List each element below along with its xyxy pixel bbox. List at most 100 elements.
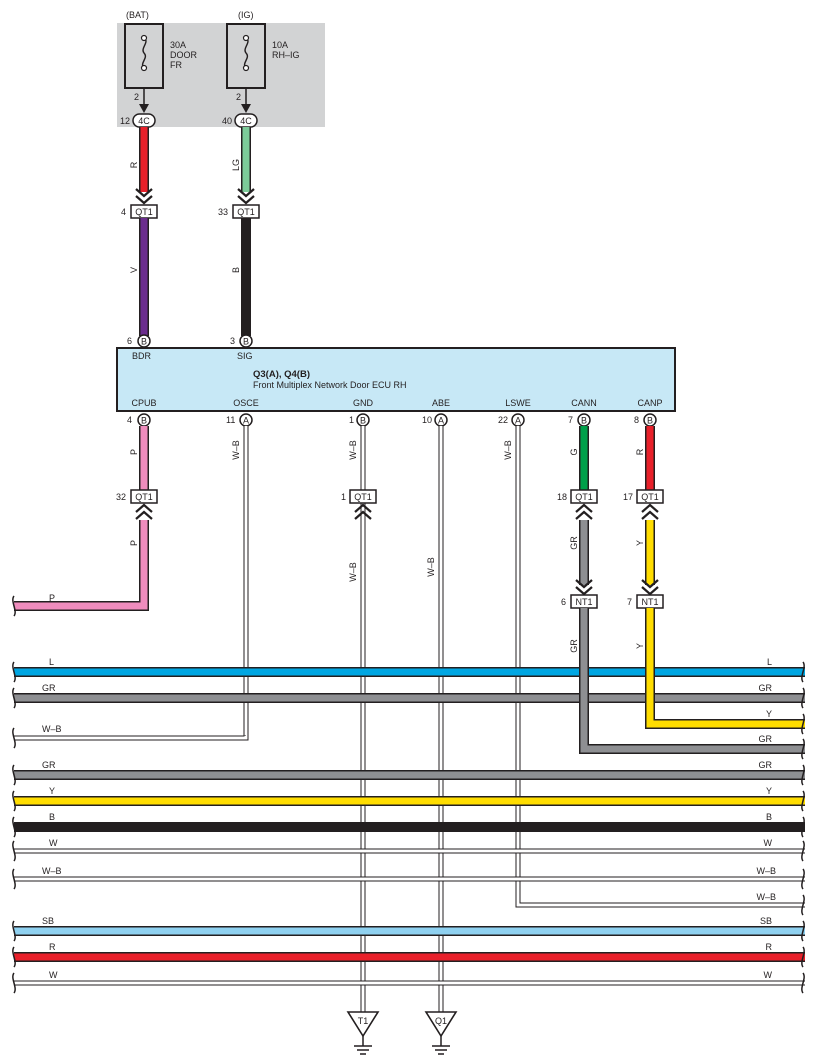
wire-label-gr-lower: GR <box>569 639 579 653</box>
bus-label-left-r: R <box>49 942 56 952</box>
svg-text:QT1: QT1 <box>135 492 153 502</box>
ground-triangle-q1 <box>424 1011 458 1038</box>
bus-label-right-gr2: GR <box>759 760 773 770</box>
break-mark-left-y2 <box>12 790 16 812</box>
qt1-label-sig: QT1 <box>237 207 255 217</box>
break-mark-right-gr2 <box>801 764 805 786</box>
break-mark-left-w1 <box>12 840 16 862</box>
bus-label-right-w2: W <box>764 970 773 980</box>
bus-label-left-gr1: GR <box>42 683 56 693</box>
fuse-30a-name-1: DOOR <box>170 50 198 60</box>
ground-triangle-t1 <box>346 1011 380 1038</box>
ecu-pin-11: 11 <box>226 415 235 425</box>
break-mark-left-r <box>12 946 16 968</box>
bus-label-right-b: B <box>766 812 772 822</box>
break-mark-left-wb1 <box>12 868 16 890</box>
fuse-30a-rating: 30A <box>170 40 186 50</box>
fuse-source-ig: (IG) <box>238 10 254 20</box>
qt1-pin-32: 32 <box>116 492 126 502</box>
fuse-10a-rating: 10A <box>272 40 288 50</box>
ecu-name: Front Multiplex Network Door ECU RH <box>253 380 407 390</box>
terminal-canp: CANP <box>637 398 662 408</box>
terminal-cann: CANN <box>571 398 597 408</box>
chevron-up-icon <box>641 503 659 520</box>
nt1-pin-6: 6 <box>561 597 566 607</box>
svg-text:B: B <box>360 416 366 426</box>
wire-y-canp-lower <box>645 608 805 729</box>
qt1-pin-33: 33 <box>218 207 228 217</box>
bus-label-right-sb: SB <box>760 916 772 926</box>
terminal-gnd: GND <box>353 398 374 408</box>
break-mark-right-y2 <box>801 790 805 812</box>
break-mark-left-b <box>12 816 16 838</box>
break-mark-left-gr2 <box>12 764 16 786</box>
bus-label-right-wb-lswe: W–B <box>756 892 776 902</box>
wire-break-marks <box>12 595 805 994</box>
bus-label-right-wb1: W–B <box>756 866 776 876</box>
wire-label-y-lower: Y <box>635 643 645 649</box>
qt1-connector-canp <box>636 489 664 504</box>
wire-label-wb-gnd-lower: W–B <box>348 562 358 582</box>
break-mark-right-b <box>801 816 805 838</box>
svg-text:A: A <box>243 416 249 426</box>
wire-label-lg-upper: LG <box>231 159 241 171</box>
svg-text:NT1: NT1 <box>575 597 592 607</box>
ecu-pin-10: 10 <box>422 415 432 425</box>
terminal-lswe: LSWE <box>505 398 531 408</box>
terminal-sig: SIG <box>237 351 253 361</box>
break-mark-right-wb1 <box>801 868 805 890</box>
qt1-pin-17: 17 <box>623 492 633 502</box>
ecu-pin-3: 3 <box>230 336 235 346</box>
chevron-down-icon <box>135 188 153 205</box>
ground-icon <box>432 1045 450 1055</box>
bus-label-right-gr1: GR <box>759 683 773 693</box>
svg-text:B: B <box>581 416 587 426</box>
ecu-title: Q3(A), Q4(B) <box>253 369 310 380</box>
break-mark-right-w1 <box>801 840 805 862</box>
bus-label-left-w1: W <box>49 838 58 848</box>
qt1-label-bdr: QT1 <box>135 207 153 217</box>
wire-label-p-left: P <box>49 593 55 603</box>
fuse-30a-name-2: FR <box>170 60 182 70</box>
ecu-pin-1: 1 <box>349 415 354 425</box>
break-mark-left-w2 <box>12 972 16 994</box>
bus-label-left-b: B <box>49 812 55 822</box>
break-mark-right-r <box>801 946 805 968</box>
terminal-cpub: CPUB <box>131 398 156 408</box>
bus-label-right-r: R <box>766 942 773 952</box>
ground-label-q1: Q1 <box>435 1016 447 1026</box>
break-mark-right-gr1 <box>801 687 805 709</box>
fuse-10a-name-1: RH–IG <box>272 50 300 60</box>
arrow-icon <box>241 104 251 113</box>
bus-label-left-l: L <box>49 657 54 667</box>
break-mark-left-gr1 <box>12 687 16 709</box>
fuse-10a-pin: 2 <box>236 92 241 102</box>
ecu-pin-8: 8 <box>634 415 639 425</box>
bus-label-right-y2: Y <box>766 786 772 796</box>
bus-label-right-l: L <box>767 657 772 667</box>
terminal-osce: OSCE <box>233 398 259 408</box>
qt1-pin-1: 1 <box>341 492 346 502</box>
conn-4c-bat-label: 4C <box>138 116 150 126</box>
fuse-source-bat: (BAT) <box>126 10 149 20</box>
bus-label-left-sb: SB <box>42 916 54 926</box>
nt1-pin-7: 7 <box>627 597 632 607</box>
break-mark-right-sb <box>801 920 805 942</box>
wire-label-p-upper: P <box>129 449 139 455</box>
wire-label-p-lower: P <box>129 540 139 546</box>
break-mark-left-sb <box>12 920 16 942</box>
qt1-pin-18: 18 <box>557 492 567 502</box>
qt1-connector-cpub <box>130 489 158 504</box>
svg-text:NT1: NT1 <box>641 597 658 607</box>
svg-text:B: B <box>141 337 147 347</box>
chevron-up-icon <box>135 503 153 520</box>
svg-text:A: A <box>438 416 444 426</box>
ecu-pin-22: 22 <box>498 415 508 425</box>
wire-label-gr-mid: GR <box>569 536 579 550</box>
fuse-30a-pin: 2 <box>134 92 139 102</box>
wire-label-g: G <box>569 448 579 455</box>
wire-label-wb-gnd-upper: W–B <box>348 440 358 460</box>
break-mark-left-p <box>12 595 16 617</box>
chevron-down-icon <box>641 579 659 596</box>
